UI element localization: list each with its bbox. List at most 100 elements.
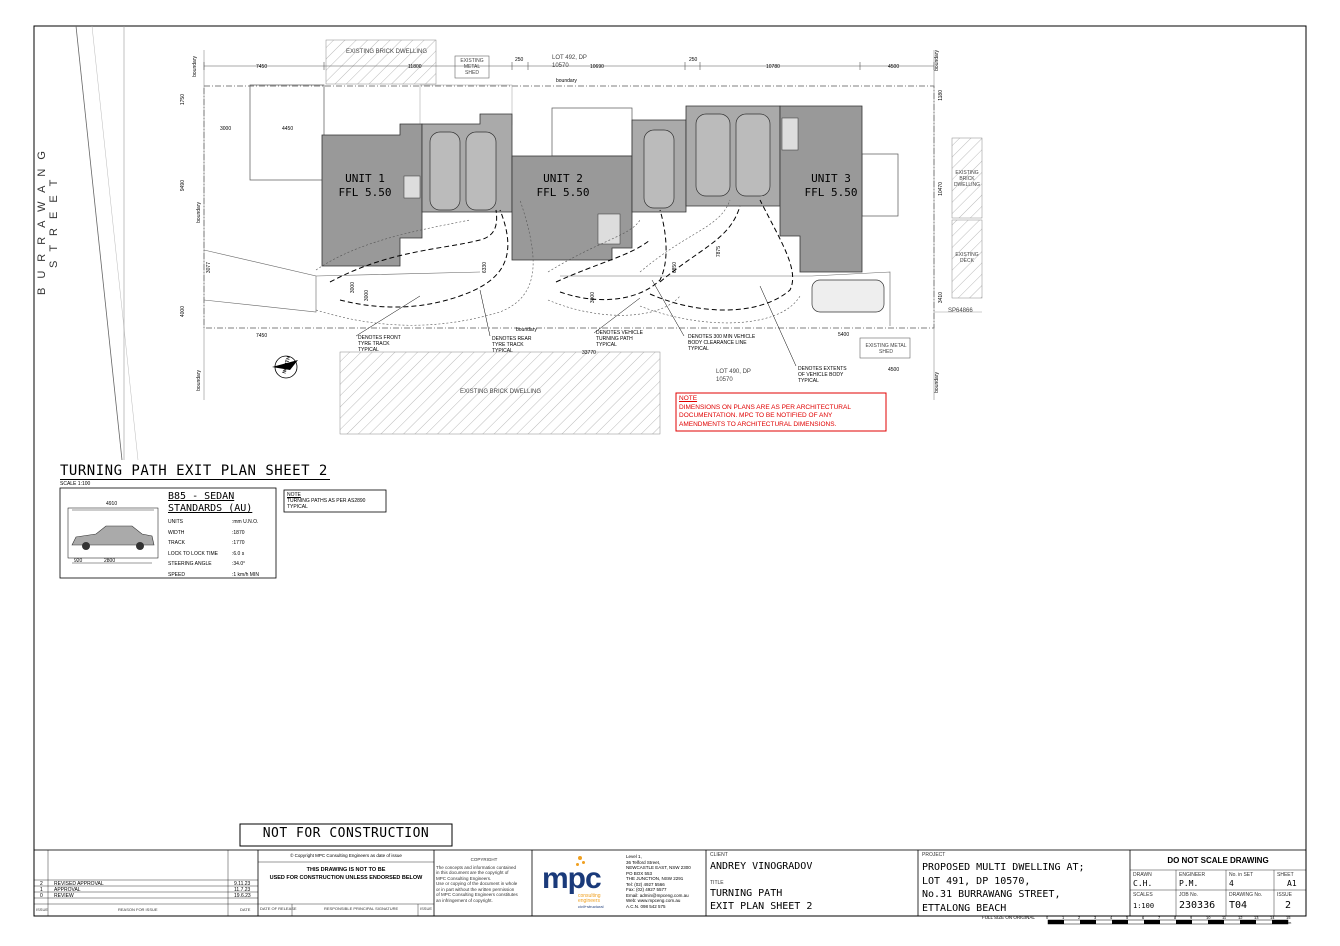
project-line-4: ETTALONG BEACH — [922, 902, 1007, 914]
neighbour-dwelling-right — [951, 137, 983, 219]
title-line-1: TURNING PATH — [710, 888, 783, 899]
spec-label: STEERING ANGLE — [168, 561, 212, 567]
vehicle-specs: UNITS:mm U.N.O. WIDTH:1870 TRACK:1770 LO… — [168, 517, 272, 580]
address-line: A.C.N. 098 542 575 — [626, 903, 666, 909]
callout-body-l2: OF VEHICLE BODY — [798, 372, 844, 378]
bottom-shed-label: EXISTING METAL SHED — [865, 343, 907, 355]
spec-label: LOCK TO LOCK TIME — [168, 550, 219, 557]
noinset-value: 4 — [1229, 879, 1234, 888]
vehicle-note-title: NOTE — [287, 492, 301, 498]
copyright-title: COPYRIGHT — [470, 857, 498, 862]
spec-value: :mm U.N.O. — [232, 519, 259, 525]
dim-1750: 1750 — [180, 94, 186, 106]
scale-block — [1144, 920, 1160, 924]
copyright-text-7: an infringement of copyright. — [436, 897, 493, 903]
rev-issue: 1 — [40, 887, 43, 893]
drawing-title-block: TURNING PATH EXIT PLAN SHEET 2 — [710, 887, 812, 913]
logo-dot — [576, 863, 579, 866]
unit-2-label: UNIT 2 FFL 5.50 — [520, 172, 606, 200]
release-date-header: DATE OF RELEASE — [260, 906, 297, 911]
mpc-logo: mpc consulting engineers civil+structura… — [540, 856, 620, 912]
boundary-right-top: boundary — [934, 50, 940, 71]
address-block: Level 1, 36 Telford Street, NEWCASTLE EA… — [626, 854, 706, 909]
scale-block — [1272, 920, 1288, 924]
callout-front-tyre-l3: TYPICAL — [358, 347, 379, 353]
scale-tick-label: 13 — [1254, 915, 1259, 920]
dim-7450b: 7450 — [256, 333, 268, 339]
copyright-block: COPYRIGHT The concepts and information c… — [436, 857, 532, 903]
logo-sub: consulting engineers civil+structural — [578, 894, 603, 910]
logo-text: mpc — [542, 862, 602, 895]
stamp-box — [239, 823, 453, 847]
vehicle-note-line-1: TURNING PATHS AS PER AS2890 — [287, 498, 366, 504]
scales-value: 1:100 — [1133, 902, 1155, 910]
dim-4500: 4500 — [888, 64, 900, 70]
address-line: Email: admin@mpceng.com.au — [626, 892, 689, 898]
issue-value: 2 — [1285, 900, 1292, 911]
spec-row-speed: SPEED:1 km/h MIN — [168, 570, 272, 581]
release-issue-header: ISSUE — [420, 906, 433, 911]
drawn-value: C.H. — [1133, 879, 1153, 888]
rev-reason: REVIEW — [54, 893, 74, 899]
callout-rear-tyre-l1: DENOTES REAR — [492, 336, 532, 342]
callout-turning-path-l1: DENOTES VEHICLE — [596, 330, 643, 336]
neighbour-shed-bottom — [859, 337, 911, 359]
north-arrow — [272, 355, 298, 379]
jobno-value: 230336 — [1179, 900, 1216, 911]
scale-tick-label: 2 — [1078, 915, 1081, 920]
issue-label: ISSUE — [1277, 892, 1293, 898]
callout-turning-path-l3: TYPICAL — [596, 342, 617, 348]
spec-value: :6.0 s — [232, 550, 245, 557]
scale-tick-label: 10 — [1206, 915, 1211, 920]
vehicle-spec-box — [59, 487, 387, 579]
jobno-label: JOB No. — [1179, 892, 1198, 898]
project-line-2: LOT 491, DP 10570, — [922, 875, 1031, 887]
scale-tick-label: 6 — [1142, 915, 1145, 920]
copyright-text-2: in this document are the copyright of — [436, 870, 509, 875]
dim-3000a: 3000 — [350, 282, 356, 294]
dim-6850: 6850 — [672, 262, 678, 274]
title-line-2: EXIT PLAN SHEET 2 — [710, 901, 813, 912]
scale-block — [1208, 920, 1224, 924]
neighbour-dwelling-bottom — [339, 351, 661, 435]
scale-block — [1176, 920, 1192, 924]
sp-label: SP64866 — [948, 308, 973, 314]
callout-turning-path-l2: TURNING PATH — [596, 336, 633, 342]
copyright-text-5: or in part without the written permissio… — [436, 886, 515, 892]
scale-tick-label: 8 — [1174, 915, 1177, 920]
boundary-left-bot: boundary — [196, 370, 202, 391]
scale-tick-label: 15 cm — [1286, 915, 1292, 925]
address-line: Level 1, — [626, 854, 642, 859]
dim-4500b: 4500 — [888, 367, 900, 373]
dim-4000: 4000 — [180, 306, 186, 318]
dim-33770: 33770 — [582, 350, 596, 356]
unit-3-ffl: FFL 5.50 — [804, 186, 858, 199]
spec-row-lock: LOCK TO LOCK TIME :6.0 s — [168, 549, 272, 560]
scale-tick-label: 0 — [1046, 915, 1049, 920]
unit-1-name: UNIT 1 — [345, 172, 385, 185]
note-box — [675, 392, 887, 432]
construction-warning: THIS DRAWING IS NOT TO BE USED FOR CONST… — [258, 866, 434, 882]
scale-tick-label: 5 — [1126, 915, 1129, 920]
scale-tick-label: 3 — [1094, 915, 1097, 920]
scale-tick-label: 7 — [1158, 915, 1161, 920]
dim-3000: 3000 — [220, 126, 232, 132]
spec-row-width: WIDTH:1870 — [168, 528, 272, 539]
callout-body-l1: DENOTES EXTENTS — [798, 366, 847, 372]
rev-header-reason: REASON FOR ISSUE — [118, 907, 158, 912]
spec-label: SPEED — [168, 571, 185, 578]
dim-10780: 10780 — [766, 64, 780, 70]
neighbour-deck-right — [951, 219, 983, 299]
unit-3-label: UNIT 3 FFL 5.50 — [788, 172, 874, 200]
dim-250a: 250 — [515, 57, 524, 63]
dim-9490: 9490 — [180, 180, 186, 192]
scale-tick-label: 9 — [1190, 915, 1193, 920]
rev-date: 11.7.23 — [234, 887, 251, 893]
unit-1-footprint — [321, 123, 423, 267]
rev-issue: 0 — [40, 893, 43, 899]
note-line-1: DIMENSIONS ON PLANS ARE AS PER ARCHITECT… — [679, 403, 851, 411]
drawingno-label: DRAWING No. — [1229, 892, 1263, 898]
vehicle-title-2: STANDARDS (AU) — [168, 503, 253, 514]
project-text: PROPOSED MULTI DWELLING AT; LOT 491, DP … — [922, 861, 1085, 915]
callout-clearance-l2: BODY CLEARANCE LINE — [688, 340, 747, 346]
